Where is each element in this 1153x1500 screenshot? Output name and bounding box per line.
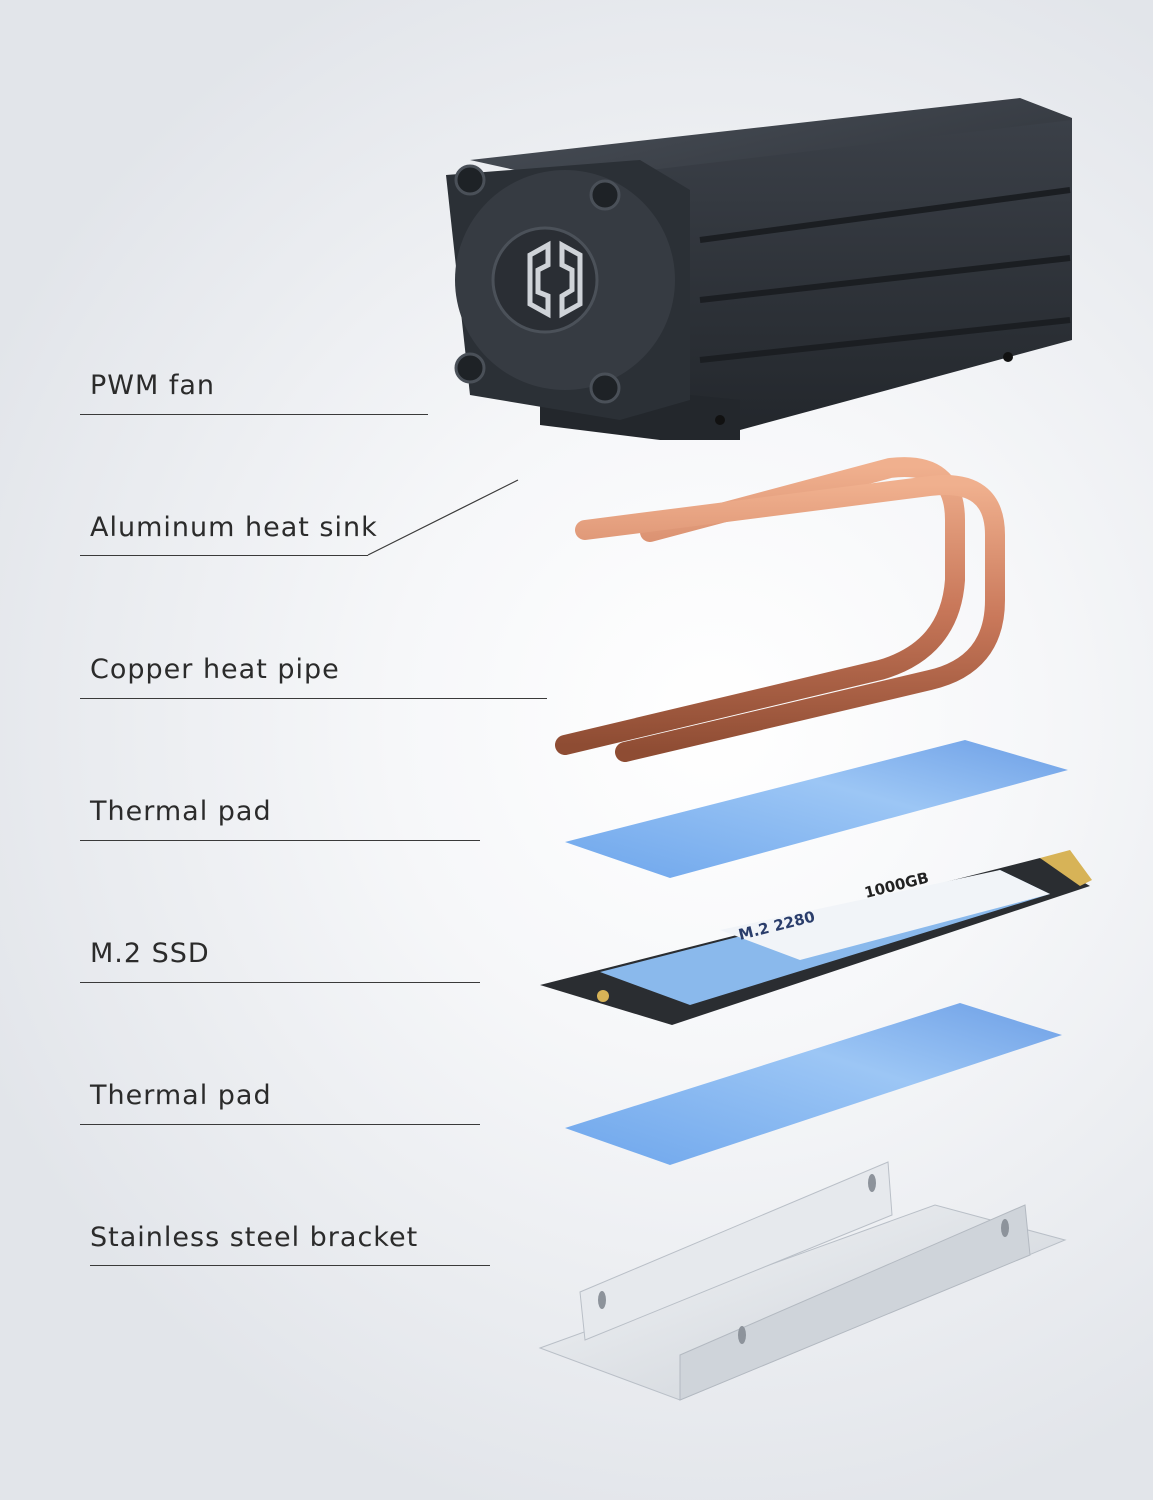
heatsink-leader-line [367, 479, 519, 556]
heatpipe-inner [575, 475, 1005, 762]
ssd-group: M.2 2280 1000GB [540, 850, 1092, 1025]
rule-ssd [80, 982, 480, 983]
rule-bracket [90, 1265, 490, 1266]
label-thermal-pad-top: Thermal pad [90, 796, 272, 827]
thermal-pad-top [565, 740, 1068, 878]
heatpipe-outer [555, 457, 965, 755]
brand-logo-icon [527, 240, 583, 319]
bracket-hole-icon [868, 1174, 876, 1192]
ssd-connector [1040, 850, 1092, 886]
mounting-hole-icon [1003, 352, 1013, 362]
heatsink-fin [699, 317, 1071, 363]
label-bracket: Stainless steel bracket [90, 1222, 419, 1253]
rule-thermal-pad-top [80, 840, 480, 841]
bracket-hole-icon [738, 1326, 746, 1344]
bracket-wall-front [679, 1204, 1031, 1401]
ssd-screw-notch [597, 990, 609, 1002]
mounting-hole-icon [715, 415, 725, 425]
bracket-hole-icon [598, 1291, 606, 1309]
screw-icon [589, 372, 621, 404]
label-thermal-pad-bottom: Thermal pad [90, 1080, 272, 1111]
screw-icon [454, 352, 486, 384]
bracket-group [538, 1161, 1067, 1401]
rule-heat-sink [80, 555, 368, 556]
heatsink-side [650, 120, 1072, 430]
screw-icon [454, 164, 486, 196]
label-heat-pipe: Copper heat pipe [90, 654, 340, 685]
rule-heat-pipe [80, 698, 547, 699]
heatsink-fin [699, 255, 1071, 303]
label-pwm-fan: PWM fan [90, 370, 216, 401]
label-ssd: M.2 SSD [90, 938, 210, 969]
thermal-pad-bottom [565, 1003, 1062, 1165]
ssd-sticker-white [720, 870, 1050, 960]
rule-pwm-fan [80, 414, 428, 415]
heatpipe-group [555, 457, 1005, 762]
screw-icon [589, 179, 621, 211]
rule-thermal-pad-bottom [80, 1124, 480, 1125]
bracket-hole-icon [1001, 1219, 1009, 1237]
fan-hub [491, 226, 599, 334]
heatsink-group [446, 98, 1072, 440]
bracket-wall-back [579, 1161, 893, 1341]
heatsink-fin [699, 187, 1071, 243]
label-heat-sink: Aluminum heat sink [90, 512, 378, 543]
